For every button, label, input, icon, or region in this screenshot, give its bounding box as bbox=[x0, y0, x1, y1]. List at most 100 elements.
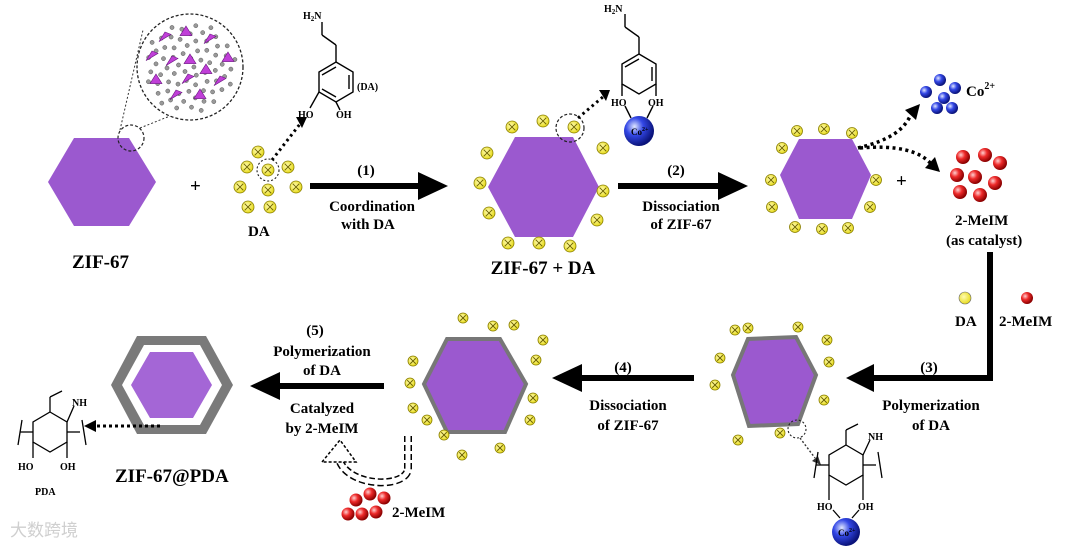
da-molecule-ball bbox=[818, 394, 830, 406]
step3-arrow-head bbox=[846, 364, 874, 392]
co2-label: Co2+ bbox=[966, 81, 995, 100]
plus-sign-1: + bbox=[190, 176, 201, 197]
da-cluster bbox=[233, 145, 303, 214]
da-molecule-ball bbox=[776, 142, 788, 154]
step4-line1: Dissociation bbox=[589, 398, 667, 414]
da-molecule-ball bbox=[596, 184, 610, 198]
da-molecule-ball bbox=[792, 321, 804, 333]
step1-arrow-head bbox=[418, 172, 448, 200]
da-h2n: H2N bbox=[303, 11, 322, 23]
meim-ball bbox=[349, 493, 363, 507]
da-molecule-ball bbox=[261, 163, 275, 177]
da-label: DA bbox=[248, 224, 270, 240]
step3-arrow bbox=[872, 252, 993, 381]
pda-co-nh: NH bbox=[868, 432, 883, 443]
da-molecule-ball bbox=[709, 379, 721, 391]
meim-ball bbox=[978, 148, 992, 162]
meim-ball bbox=[341, 507, 355, 521]
da-molecule-ball bbox=[567, 120, 581, 134]
meim-recycle-arrow-head bbox=[320, 438, 358, 463]
meim-ball bbox=[363, 487, 377, 501]
meim-ball bbox=[956, 150, 970, 164]
co-da-oh: OH bbox=[648, 98, 664, 109]
da-molecule-ball bbox=[240, 160, 254, 174]
meim-catalyst-label: (as catalyst) bbox=[946, 233, 1022, 249]
step5-line1: Polymerization bbox=[273, 344, 371, 360]
meim-ball bbox=[973, 188, 987, 202]
pda-co-oh: OH bbox=[858, 502, 874, 513]
step4-arrow-head bbox=[552, 364, 582, 392]
co-ion-ball bbox=[949, 82, 961, 94]
da-molecule-ball bbox=[742, 322, 754, 334]
co-da-ho: HO bbox=[611, 98, 627, 109]
da-molecule-ball bbox=[501, 236, 515, 250]
meim-ball bbox=[968, 170, 982, 184]
pda-coated-hexagon-2 bbox=[421, 337, 529, 434]
meim-bottom-label: 2-MeIM bbox=[392, 505, 445, 521]
co-da-h2n: H2N bbox=[604, 4, 623, 16]
da-molecule-ball bbox=[281, 160, 295, 174]
meim-ball bbox=[988, 176, 1002, 190]
da-molecule-ball bbox=[487, 320, 499, 332]
da-molecule-ball bbox=[590, 213, 604, 227]
co-ion-ball bbox=[920, 86, 932, 98]
da-molecule-ball bbox=[842, 222, 854, 234]
co-site-arrow bbox=[577, 94, 605, 120]
da-molecule-ball bbox=[480, 146, 494, 160]
da-oh: OH bbox=[336, 110, 352, 121]
pda-nh: NH bbox=[72, 398, 87, 409]
da-molecule-ball bbox=[870, 174, 882, 186]
da-molecule-ball bbox=[846, 127, 858, 139]
zif67-hexagon bbox=[48, 138, 156, 226]
step3-line1: Polymerization bbox=[882, 398, 980, 414]
da-molecule-ball bbox=[774, 427, 786, 439]
da-molecule-ball bbox=[823, 356, 835, 368]
co-ion-ball-2 bbox=[832, 518, 860, 546]
legend-da-label: DA bbox=[955, 314, 977, 330]
meim-ball bbox=[993, 156, 1007, 170]
pda-site-arrow bbox=[799, 437, 816, 459]
da-molecule-ball bbox=[532, 236, 546, 250]
pda-oh: OH bbox=[60, 462, 76, 473]
da-molecule-ball bbox=[251, 145, 265, 159]
meim-ball bbox=[953, 185, 967, 199]
da-molecule-ball bbox=[816, 223, 828, 235]
da-molecule-ball bbox=[530, 354, 542, 366]
da-molecule-ball bbox=[714, 352, 726, 364]
da-molecule-ball bbox=[818, 123, 830, 135]
da-molecule-ball bbox=[263, 200, 277, 214]
da-molecule-ball bbox=[438, 429, 450, 441]
da-molecule-ball bbox=[765, 174, 777, 186]
legend-meim-label: 2-MeIM bbox=[999, 314, 1052, 330]
step2-number: (2) bbox=[667, 163, 685, 179]
da-molecule-ball bbox=[456, 449, 468, 461]
step1-line1: Coordination bbox=[329, 199, 416, 215]
zif67-crystal-zoom bbox=[136, 13, 244, 121]
zif67-label: ZIF-67 bbox=[72, 252, 130, 273]
da-struct-label: (DA) bbox=[357, 82, 378, 93]
co-ion-label-1: Co2+ bbox=[631, 127, 649, 137]
dissociating-hexagon bbox=[780, 139, 871, 219]
da-molecule-ball bbox=[563, 239, 577, 253]
step5-line3: Catalyzed bbox=[290, 401, 355, 417]
step5-line4: by 2-MeIM bbox=[286, 421, 359, 437]
co-release-arrow bbox=[857, 111, 914, 150]
step5-arrow-head bbox=[250, 372, 280, 400]
step1-number: (1) bbox=[357, 163, 375, 179]
da-molecule-ball bbox=[791, 125, 803, 137]
co-ion-ball bbox=[931, 102, 943, 114]
co-release-arrow-head bbox=[905, 104, 920, 120]
zif67-da-label: ZIF-67 + DA bbox=[491, 258, 596, 279]
final-pda-arrow-head bbox=[84, 420, 96, 432]
co-site-arrow-head bbox=[599, 90, 610, 101]
da-highlight-circle bbox=[256, 158, 280, 182]
da-surface-molecules-4 bbox=[404, 312, 549, 461]
step5-number: (5) bbox=[306, 323, 324, 339]
watermark: 大数跨境 bbox=[10, 521, 78, 541]
da-molecule-ball bbox=[241, 200, 255, 214]
zif67-da-hexagon bbox=[488, 137, 599, 237]
zoom-line-left bbox=[119, 29, 144, 131]
da-molecule-ball bbox=[421, 414, 433, 426]
da-molecule-ball bbox=[821, 334, 833, 346]
